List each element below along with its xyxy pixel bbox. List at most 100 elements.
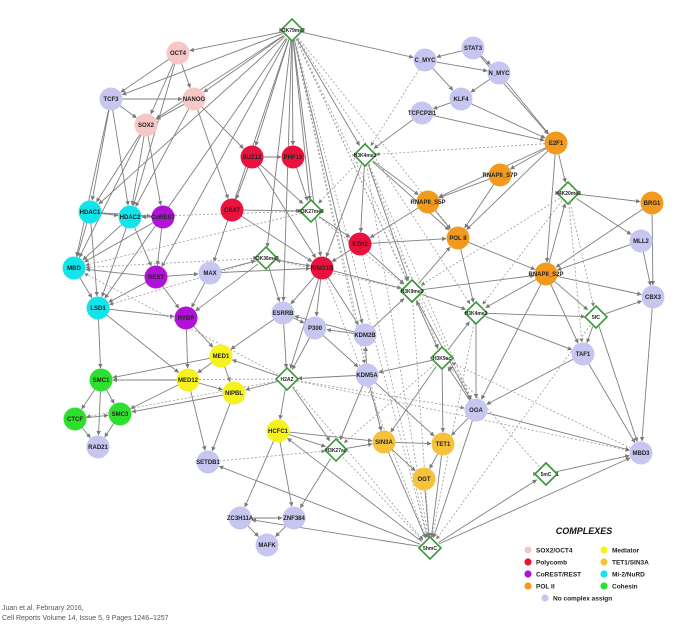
node-circle bbox=[571, 342, 595, 366]
node-label: RYBP bbox=[178, 316, 194, 322]
edge-25 bbox=[197, 109, 229, 200]
edge-122 bbox=[390, 365, 437, 433]
legend-item-sox2-oct4: SOX2/OCT4 bbox=[524, 546, 573, 554]
edge-14 bbox=[161, 38, 288, 267]
node-label: KLF4 bbox=[454, 97, 470, 103]
edge-66 bbox=[319, 216, 351, 238]
edge-38 bbox=[505, 81, 549, 135]
edge-169 bbox=[299, 458, 332, 509]
edge-84 bbox=[79, 277, 93, 299]
node-circle bbox=[303, 316, 327, 340]
node-tcf3: TCF3 bbox=[99, 87, 123, 111]
mark-label: H3K27ac bbox=[325, 448, 346, 454]
edge-170 bbox=[345, 442, 373, 449]
edge-11 bbox=[281, 39, 293, 302]
node-klf4: KLF4 bbox=[449, 87, 473, 111]
node-label: MBD bbox=[67, 266, 81, 272]
node-esrrb: ESRRB bbox=[271, 301, 295, 325]
dashed-edge-16 bbox=[325, 278, 427, 539]
edge-168 bbox=[275, 525, 287, 537]
dashed-edge-20 bbox=[368, 164, 472, 400]
mark-label: H3K9me3 bbox=[401, 289, 424, 295]
dashed-edge-6 bbox=[294, 39, 429, 538]
node-label: REST bbox=[148, 275, 164, 281]
edge-132 bbox=[292, 317, 305, 324]
legend-label: Polycomb bbox=[536, 559, 567, 566]
edge-15 bbox=[120, 58, 170, 93]
node-label: MAFK bbox=[258, 543, 276, 549]
node-label: PHF19 bbox=[284, 155, 303, 161]
node-circle bbox=[118, 205, 142, 229]
mark-label: H3K79me2 bbox=[279, 28, 305, 34]
mark-h3k36me3: H3K36me3 bbox=[253, 245, 279, 271]
node-rest: REST bbox=[144, 265, 168, 289]
node-label: SOX2 bbox=[138, 123, 155, 129]
edge-46 bbox=[544, 153, 556, 263]
mark-h3k9ac: H3K9ac bbox=[429, 345, 455, 371]
node-circle bbox=[198, 261, 222, 285]
edge-22 bbox=[130, 135, 145, 206]
edge-56 bbox=[554, 280, 589, 311]
edge-92 bbox=[268, 267, 281, 302]
mark-h2az: H2AZ bbox=[274, 366, 300, 392]
edge-178 bbox=[438, 479, 538, 543]
node-circle bbox=[431, 432, 455, 456]
edge-62 bbox=[259, 164, 304, 204]
node-rnapii-s2p: RNAPII_S2P bbox=[528, 262, 564, 286]
edge-91 bbox=[220, 266, 311, 273]
edge-148 bbox=[85, 413, 109, 419]
edge-134 bbox=[291, 337, 311, 370]
edge-79 bbox=[155, 227, 163, 266]
node-label: HDAC1 bbox=[80, 210, 101, 216]
edge-109 bbox=[642, 251, 652, 286]
edge-6 bbox=[296, 38, 360, 146]
node-pol-ii: POL II bbox=[446, 226, 470, 250]
edge-78 bbox=[101, 227, 127, 298]
mark-h4k20me3: H4K20me3 bbox=[555, 180, 581, 206]
edge-172 bbox=[391, 449, 416, 472]
edge-2 bbox=[254, 39, 290, 147]
node-mbd3: MBD3 bbox=[629, 441, 653, 465]
edge-12 bbox=[293, 39, 364, 324]
mark-diamond bbox=[555, 180, 581, 206]
edge-3 bbox=[290, 39, 296, 146]
edge-81 bbox=[85, 267, 146, 277]
edge-185 bbox=[191, 282, 206, 308]
edge-193 bbox=[322, 335, 359, 368]
edge-26 bbox=[135, 108, 190, 207]
node-label: CTCF bbox=[67, 417, 83, 423]
node-circle bbox=[353, 323, 377, 347]
legend-swatch bbox=[600, 546, 608, 554]
node-circle bbox=[209, 344, 233, 368]
node-label: CBX7 bbox=[224, 208, 241, 214]
edge-85 bbox=[108, 308, 175, 319]
node-label: LSD1 bbox=[90, 306, 106, 312]
dashed-edge-7 bbox=[293, 39, 366, 364]
edge-36 bbox=[435, 61, 488, 73]
dashed-edge-37 bbox=[370, 69, 420, 147]
edge-18 bbox=[119, 105, 137, 119]
legend-swatch bbox=[600, 570, 608, 578]
dashed-edge-40 bbox=[451, 362, 632, 449]
node-circle bbox=[310, 256, 334, 280]
mark-label: H4K20me3 bbox=[555, 191, 581, 197]
node-circle bbox=[464, 398, 488, 422]
edge-19 bbox=[156, 103, 185, 120]
node-kdm5a: KDM5A bbox=[355, 363, 379, 387]
edge-135 bbox=[231, 359, 278, 377]
dashed-edge-33 bbox=[342, 456, 423, 541]
node-circle bbox=[220, 198, 244, 222]
node-label: HCFC1 bbox=[268, 429, 289, 435]
edge-160 bbox=[185, 328, 190, 369]
edge-121 bbox=[440, 367, 446, 433]
edge-110 bbox=[650, 213, 656, 286]
node-label: SUZ12 bbox=[243, 155, 262, 161]
legend-label: Cohesin bbox=[612, 583, 638, 590]
mark-diamond bbox=[279, 17, 305, 43]
edge-162 bbox=[288, 433, 326, 448]
node-label: POL II bbox=[449, 236, 467, 242]
node-cbx3: CBX3 bbox=[641, 285, 665, 309]
legend-label: POL II bbox=[536, 583, 555, 590]
node-max: MAX bbox=[198, 261, 222, 285]
